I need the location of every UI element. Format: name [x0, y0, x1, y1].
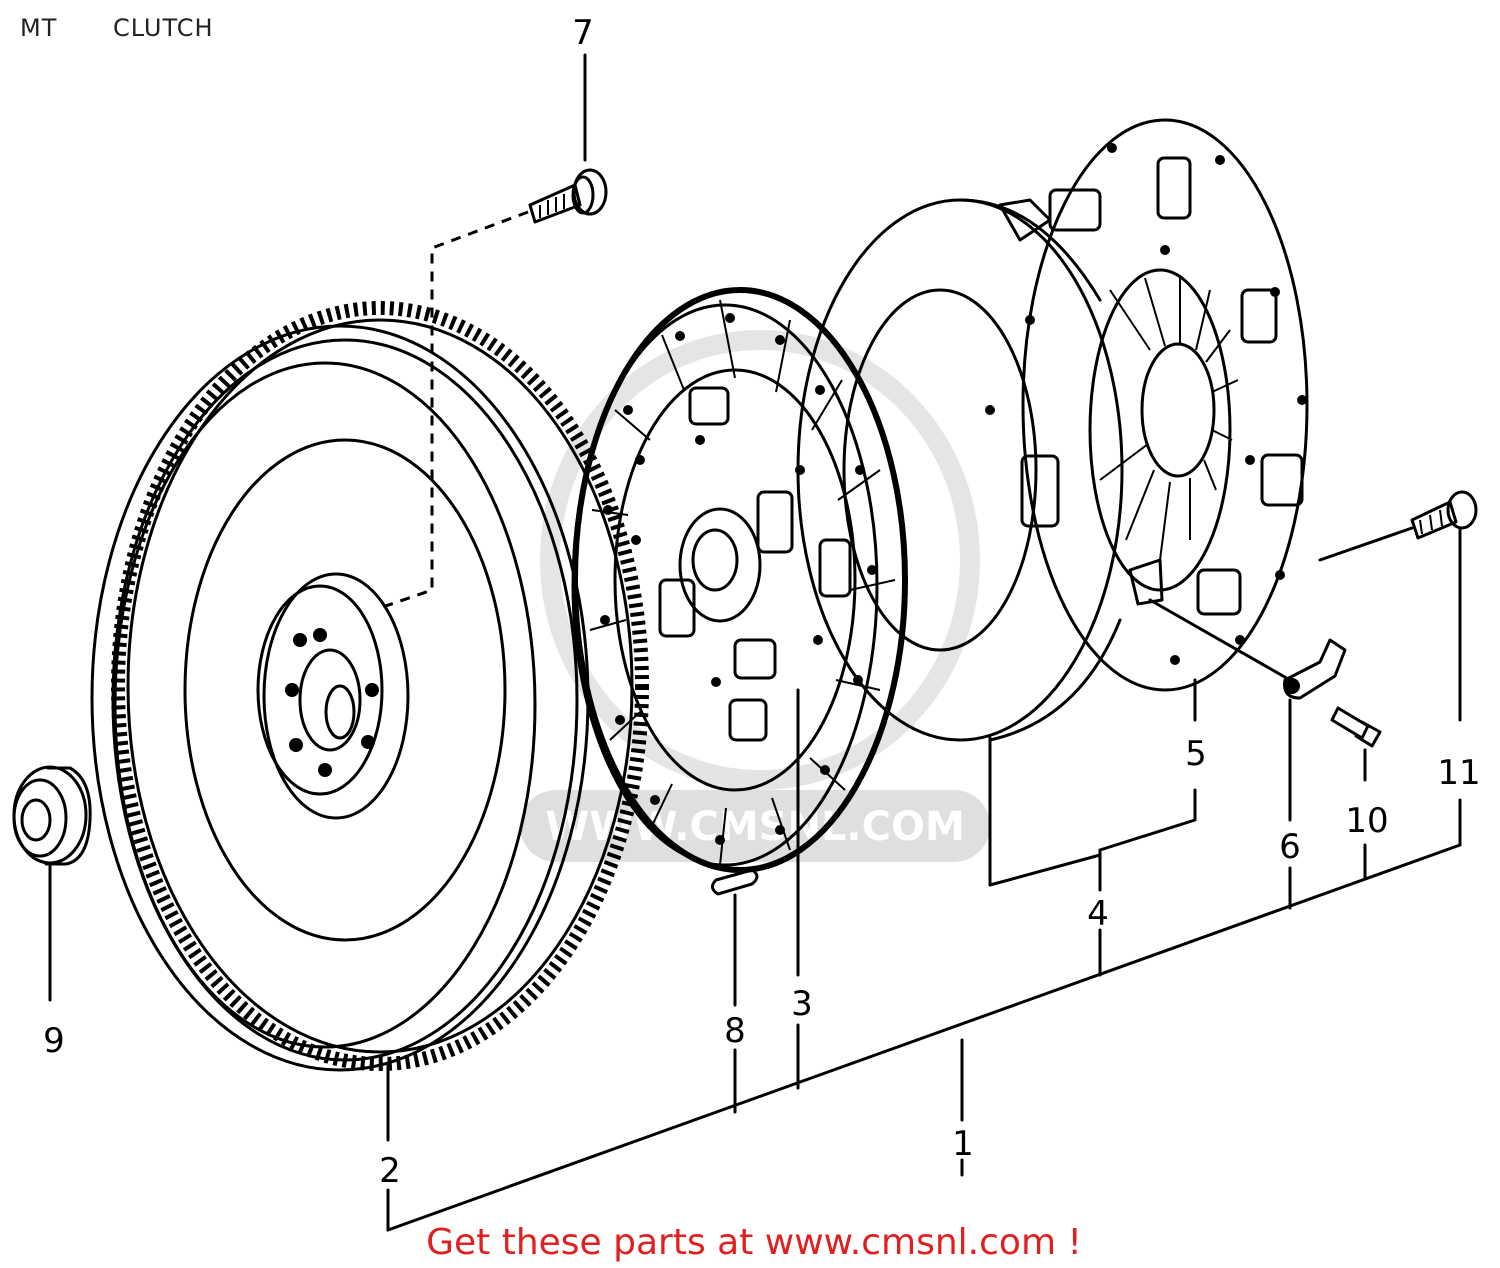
retaining-clip	[1283, 638, 1347, 700]
flywheel-bolt	[528, 168, 608, 224]
pressure-plate-bolt	[1410, 490, 1478, 540]
callout-5: 5	[1185, 734, 1207, 774]
bolt-path-dashed	[379, 210, 529, 610]
pilot-bearing	[12, 765, 92, 866]
clip-bolt	[1330, 706, 1382, 748]
callout-1: 1	[952, 1124, 974, 1164]
callout-6: 6	[1279, 827, 1301, 867]
footer-link[interactable]: Get these parts at www.cmsnl.com !	[0, 1222, 1500, 1263]
watermark: WWW.CMSNL.COM	[520, 330, 990, 862]
pressure-plate	[796, 118, 1309, 742]
footer-text[interactable]: Get these parts at www.cmsnl.com !	[426, 1222, 1082, 1263]
callout-8: 8	[724, 1011, 746, 1051]
callout-2: 2	[379, 1151, 401, 1191]
clutch-disc	[571, 287, 908, 873]
callout-10: 10	[1345, 801, 1388, 841]
callout-3: 3	[791, 984, 813, 1024]
watermark-text: WWW.CMSNL.COM	[545, 804, 965, 850]
diagram-title: CLUTCH	[113, 14, 214, 42]
callout-lines	[48, 53, 1462, 1232]
diagram-section-code: MT	[20, 14, 58, 42]
callout-labels: 7 9 2 8 3 1 4 5 6 10 11	[43, 13, 1480, 1191]
flywheel	[90, 301, 649, 1072]
callout-11: 11	[1437, 753, 1480, 793]
callout-4: 4	[1087, 894, 1109, 934]
dowel-pin	[711, 868, 759, 896]
callout-7: 7	[572, 13, 594, 53]
callout-9: 9	[43, 1021, 65, 1061]
